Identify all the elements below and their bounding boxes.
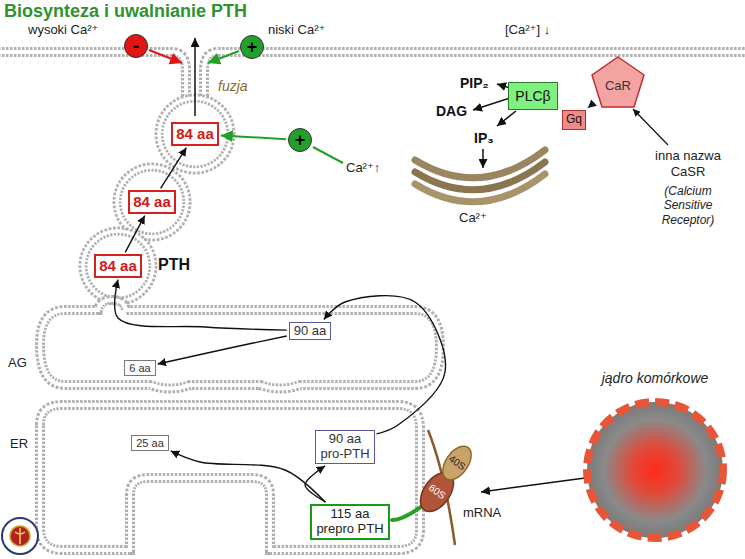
node-text: 25 aa: [136, 437, 164, 450]
er-membrane-core: [40, 405, 420, 550]
er-membrane: [40, 405, 420, 550]
connector-arrow: [587, 107, 589, 109]
ion-label: Ca²⁺↑: [346, 160, 380, 176]
node-text: Gq: [566, 113, 582, 127]
node-text: 90 aa: [294, 324, 327, 339]
callout-note: (Calcium Sensitive Receptor): [647, 184, 729, 227]
condition-label: wysoki Ca²⁺: [28, 22, 98, 38]
connector-arrow: [161, 148, 187, 189]
pro-pth-box: 90 aapro-PTH: [315, 430, 374, 464]
g-protein-box: Gq: [562, 110, 586, 130]
pth-box: 84 aa: [128, 190, 176, 213]
node-text: pro-PTH: [320, 447, 369, 462]
ion-label: Ca²⁺: [458, 210, 488, 226]
prepro-pth-box: 115 aaprepro PTH: [310, 504, 389, 540]
vesicle-core: [117, 167, 187, 237]
molecule-label: IP₃: [474, 130, 494, 147]
node-text: +: [295, 130, 306, 150]
connector-arrow: [158, 336, 287, 364]
node-text: 6 aa: [129, 362, 150, 375]
node-text: +: [247, 37, 258, 57]
molecule-label: PIP₂: [460, 75, 489, 92]
connector-arrow: [221, 135, 286, 139]
plc-arrow: [497, 111, 516, 126]
ip3-arrow: [482, 149, 484, 168]
enzyme-box: PLCβ: [508, 82, 557, 110]
node-text: prepro PTH: [316, 522, 383, 537]
cell-membrane: [204, 52, 745, 100]
connector-arrow: [115, 280, 287, 330]
connector-arrow: [171, 451, 325, 502]
connector-arrow: [324, 296, 446, 434]
diagram-title: Biosynteza i uwalnianie PTH: [4, 1, 247, 22]
organelle-label: ER: [10, 436, 28, 452]
node-text: jądro komórkowe: [602, 370, 709, 386]
condition-label: niski Ca²⁺: [268, 22, 325, 38]
peptide-box: 90 aa: [289, 322, 332, 341]
golgi-membrane: [40, 300, 440, 389]
vesicle: [117, 167, 187, 237]
node-text: 115 aa: [331, 507, 370, 522]
nucleus-circle-outline: [583, 398, 727, 542]
leader-line: [633, 109, 668, 145]
node-text: 84 aa: [99, 257, 137, 274]
pentagon: [592, 57, 644, 107]
calcium-line: [313, 147, 343, 163]
nuclear-envelope: [587, 402, 723, 538]
stimulate-circle: +: [240, 35, 264, 59]
pth-box: 84 aa: [171, 122, 219, 145]
node-text: -: [133, 36, 139, 56]
fragment-box: 25 aa: [131, 435, 169, 452]
strand-label: mRNA: [463, 505, 501, 521]
cell-membrane-core: [204, 52, 745, 100]
plc-arrow: [473, 98, 510, 110]
logo-mark: [15, 528, 25, 544]
fragment-box: 6 aa: [124, 360, 155, 377]
cell-membrane: [0, 52, 186, 100]
stimulate-circle: +: [288, 128, 312, 152]
organelle-label: AG: [8, 355, 27, 371]
cell-membrane-core: [0, 52, 186, 100]
exocytosis-arrow: [194, 38, 196, 116]
inhibit-arrow: [149, 50, 182, 63]
inhibit-circle: -: [124, 34, 148, 58]
ellipse: [437, 441, 477, 485]
node-text: 84 aa: [176, 125, 214, 142]
node-text: 84 aa: [133, 193, 171, 210]
node-text: PLCβ: [515, 88, 550, 104]
nucleus-circle: jądro komórkowe: [583, 398, 727, 542]
logo-core: [10, 526, 30, 546]
golgi-membrane-core: [40, 300, 440, 389]
stimulate-arrow: [208, 51, 239, 63]
vesicle-core: [83, 231, 153, 301]
calcium-store: [415, 174, 545, 202]
receptor-pentagon: CaR: [590, 55, 646, 109]
connector-arrow: [305, 466, 326, 502]
transcript-arrow: [481, 478, 585, 492]
node-text: CaR: [605, 79, 631, 94]
pth-box: 84 aa: [94, 254, 142, 277]
hormone-label: PTH: [158, 255, 190, 274]
vesicle: [83, 231, 153, 301]
connector-arrow: [125, 216, 145, 253]
callout-note: inna nazwa CaSR: [647, 148, 729, 179]
process-label: fuzja: [218, 78, 248, 95]
condition-label: [Ca²⁺] ↓: [505, 22, 550, 38]
molecule-label: DAG: [436, 103, 467, 120]
logo: [2, 518, 38, 554]
node-text: 90 aa: [329, 432, 362, 447]
